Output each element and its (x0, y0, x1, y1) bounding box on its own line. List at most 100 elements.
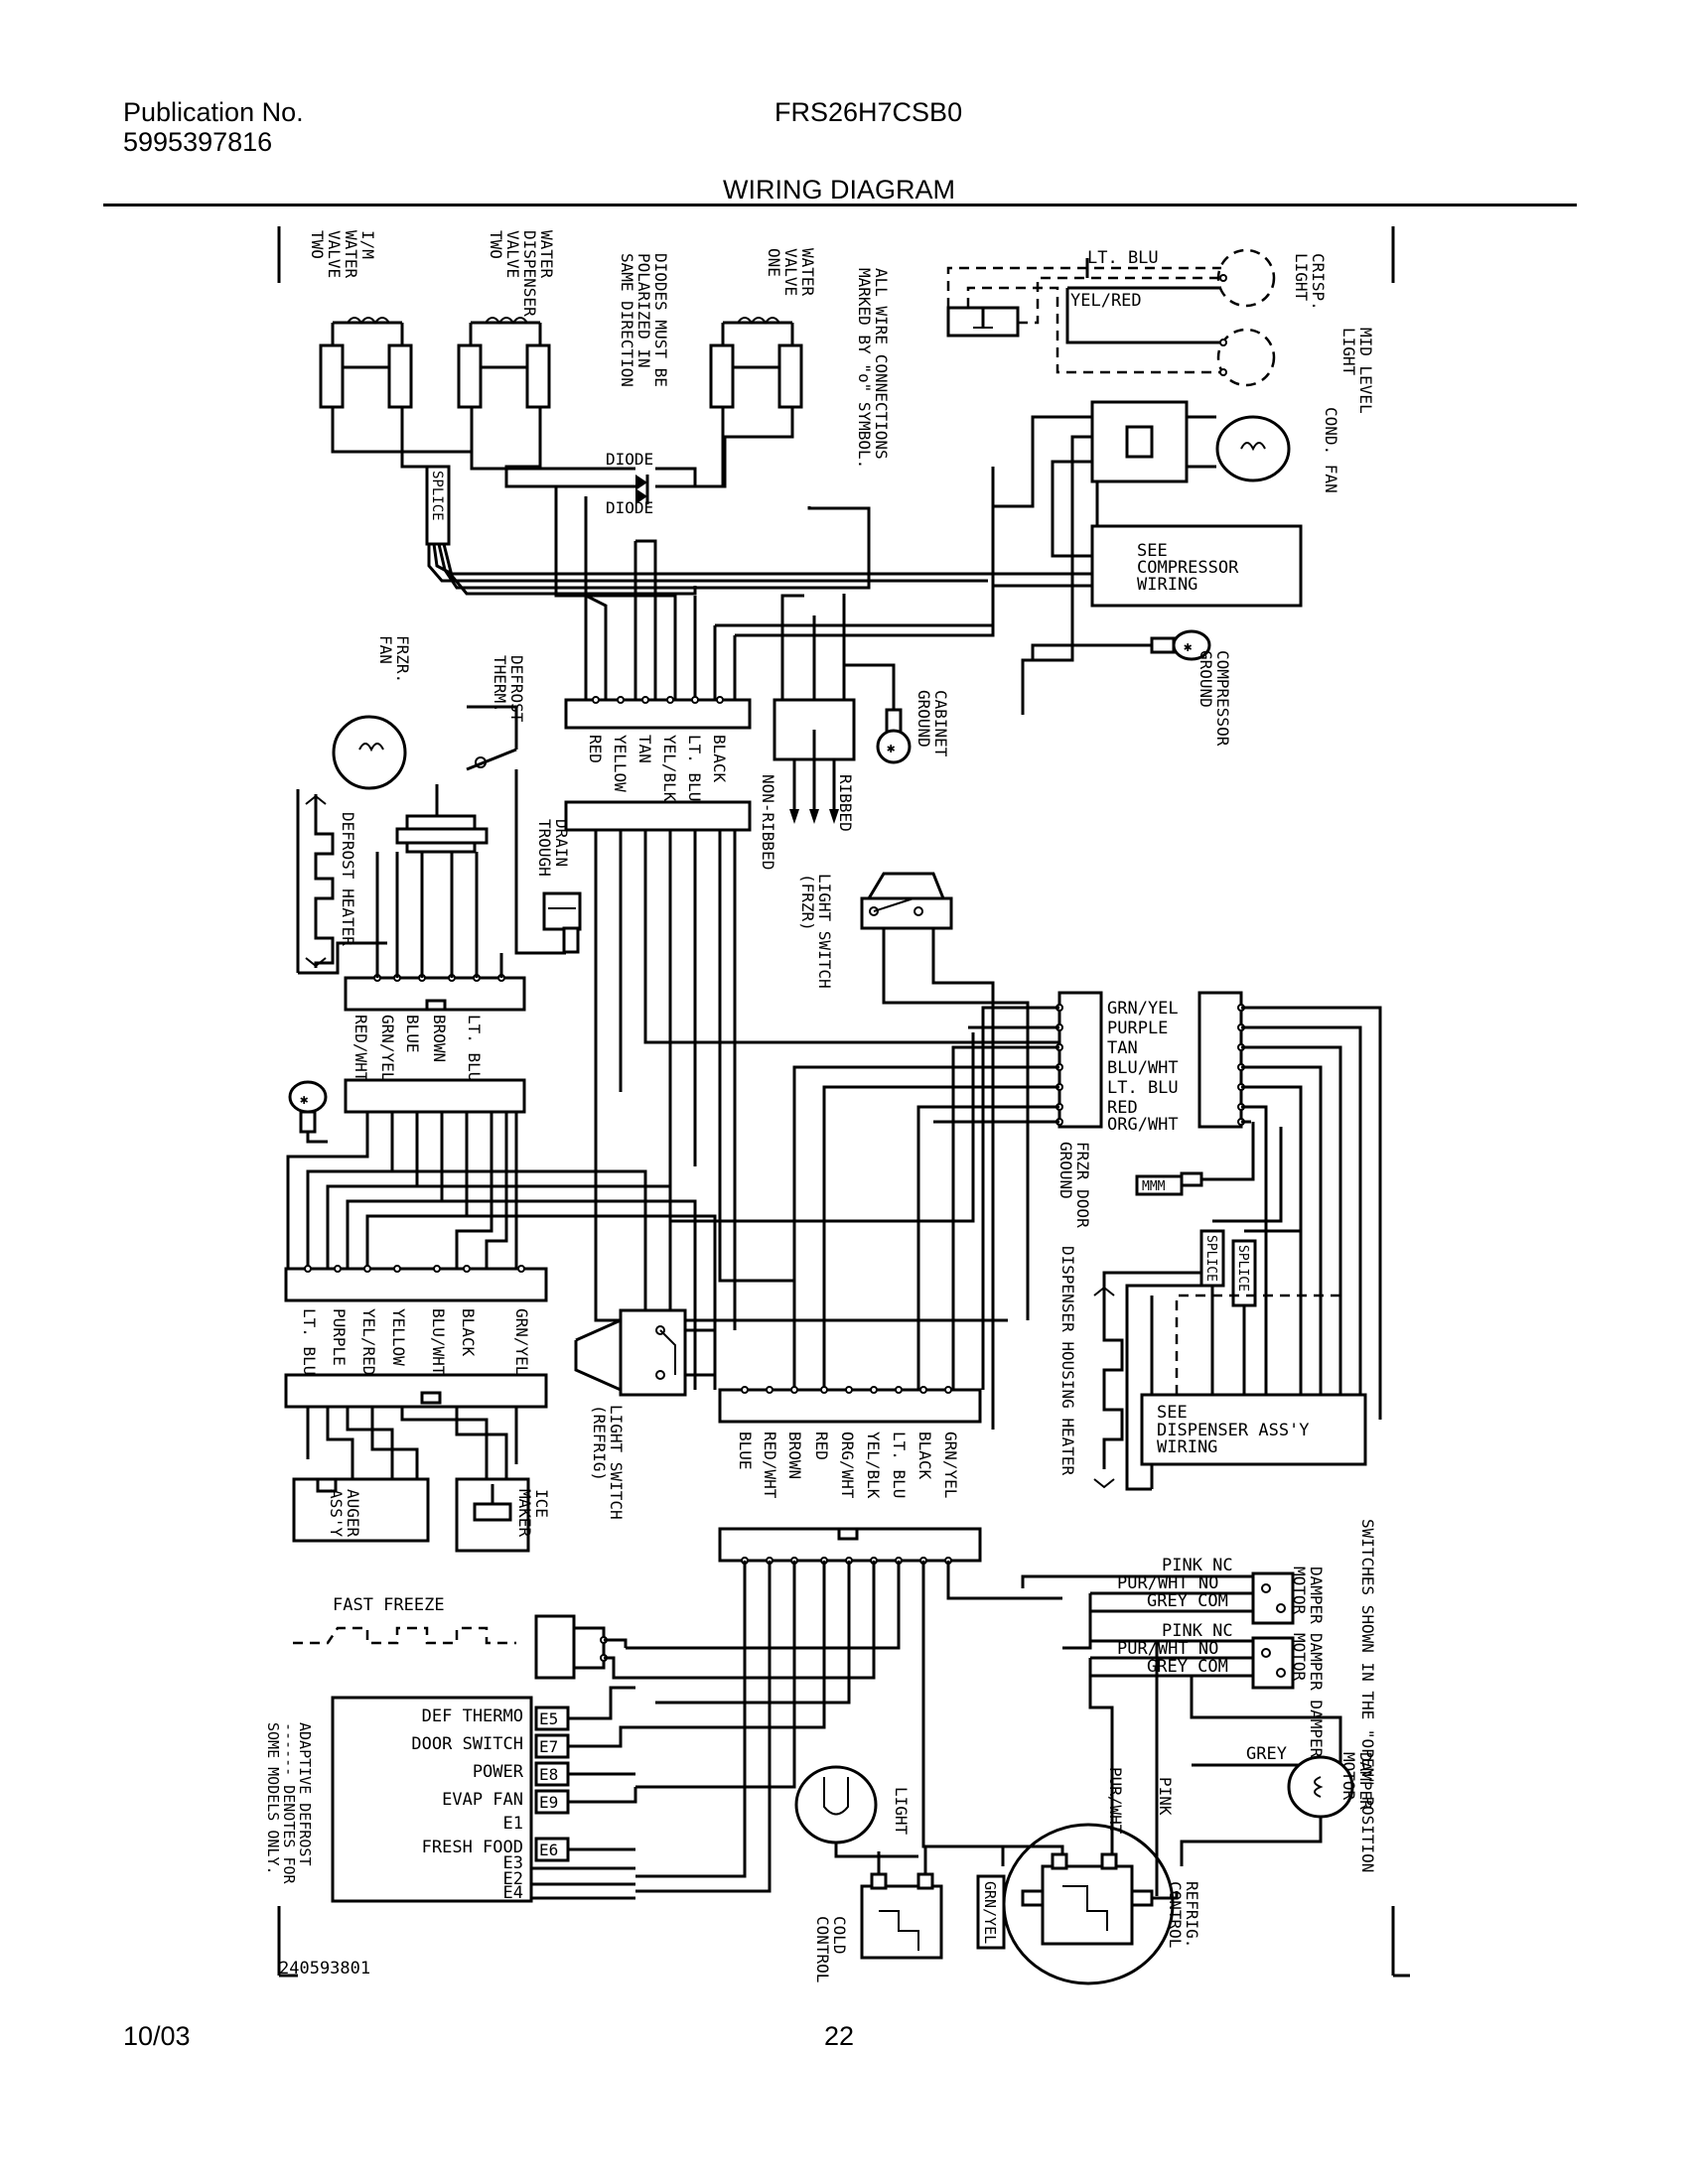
svg-text:CONTROL: CONTROL (813, 1916, 832, 1982)
svg-text:DAMPER: DAMPER (1307, 1567, 1326, 1624)
diode-2: DIODE (606, 488, 653, 517)
svg-text:TROUGH: TROUGH (535, 819, 554, 877)
svg-text:------ DENOTES FOR: ------ DENOTES FOR (280, 1722, 298, 1885)
svg-text:PUR/WHT NO: PUR/WHT NO (1117, 1639, 1218, 1659)
svg-text:POLARIZED IN: POLARIZED IN (634, 253, 653, 368)
svg-text:I/M: I/M (358, 230, 377, 259)
svg-text:SEE: SEE (1157, 1403, 1188, 1423)
diode-1-label: DIODE (606, 450, 653, 469)
svg-text:SWITCHES SHOWN IN THE "OPEN" P: SWITCHES SHOWN IN THE "OPEN" POSITION (1358, 1519, 1377, 1872)
svg-text:GRN/YEL: GRN/YEL (512, 1308, 531, 1375)
grey-label: GREY (1246, 1744, 1287, 1764)
svg-text:LT. BLU: LT. BLU (465, 1015, 484, 1081)
svg-text:YEL/RED: YEL/RED (359, 1308, 378, 1375)
svg-text:LT. BLU: LT. BLU (300, 1308, 319, 1375)
svg-text:TAN: TAN (1107, 1038, 1138, 1058)
frzr-door-ground: MMM FRZR DOOR GROUND (1056, 1122, 1255, 1228)
water-dispenser-valve (457, 317, 551, 409)
diode-2-label: DIODE (606, 498, 653, 517)
svg-text:GREY COM: GREY COM (1147, 1591, 1228, 1611)
connector-1: RED YELLOW TAN YEL/BLK LT. BLU BLACK (564, 696, 752, 832)
svg-text:WATER: WATER (342, 230, 360, 279)
svg-text:BROWN: BROWN (785, 1432, 804, 1479)
svg-text:LIGHT SWITCH: LIGHT SWITCH (607, 1405, 626, 1520)
svg-text:LT. BLU: LT. BLU (1107, 1078, 1179, 1098)
svg-text:FRZR DOOR: FRZR DOOR (1073, 1142, 1092, 1228)
svg-text:WATER: WATER (537, 230, 556, 279)
svg-text:GREY COM: GREY COM (1147, 1657, 1228, 1677)
refrig-light: LIGHT (794, 1765, 918, 1858)
svg-text:E6: E6 (539, 1841, 558, 1859)
svg-text:FAN: FAN (376, 635, 395, 664)
svg-text:COLD: COLD (830, 1916, 849, 1955)
svg-text:PURPLE: PURPLE (330, 1308, 349, 1366)
svg-text:E9: E9 (539, 1793, 558, 1812)
svg-text:DEF THERMO: DEF THERMO (422, 1706, 523, 1726)
svg-text:BLUE: BLUE (736, 1432, 755, 1470)
frzr-fan: FRZR. FAN (332, 635, 489, 854)
yel-red-label: YEL/RED (1070, 291, 1142, 311)
freezer-ground: ✱ (288, 1080, 328, 1144)
connector-5 (626, 1527, 1062, 1893)
svg-text:YEL/BLK: YEL/BLK (660, 735, 679, 802)
svg-text:✱: ✱ (887, 741, 896, 756)
cond-fan: COND. FAN (993, 400, 1340, 715)
svg-text:TWO: TWO (308, 230, 327, 259)
svg-text:AUGER: AUGER (344, 1489, 362, 1538)
dispenser-assy-wiring: SEE DISPENSER ASS'Y WIRING (1140, 1161, 1367, 1466)
publication-number: 5995397816 (123, 127, 273, 157)
svg-text:DAMPER: DAMPER (1356, 1752, 1375, 1810)
svg-text:RED: RED (1107, 1098, 1138, 1118)
connector-1-wires (594, 830, 1062, 1330)
svg-text:ORG/WHT: ORG/WHT (838, 1432, 857, 1499)
svg-text:DEFROST: DEFROST (507, 655, 526, 723)
cabinet-ground-label: CABINET GROUND (914, 690, 950, 757)
svg-text:CONTROL: CONTROL (1166, 1881, 1185, 1948)
non-ribbed-label: NON-RIBBED (759, 774, 777, 870)
mid-level-light-label: MID LEVEL LIGHT (1339, 328, 1375, 414)
svg-text:YELLOW: YELLOW (389, 1308, 408, 1366)
svg-text:GROUND: GROUND (914, 690, 933, 748)
connector-2: RED/WHT GRN/YEL BLUE BROWN LT. BLU (298, 769, 566, 1114)
svg-text:E7: E7 (539, 1737, 558, 1756)
svg-text:DISPENSER HOUSING HEATER: DISPENSER HOUSING HEATER (1058, 1246, 1077, 1476)
lower-wire-labels: PUR/WHT PINK (1106, 1767, 1175, 1835)
diodes-note: DIODES MUST BE POLARIZED IN SAME DIRECTI… (618, 253, 670, 387)
connector-3: LT. BLU PURPLE YEL/RED YELLOW BLU/WHT BL… (284, 1265, 548, 1409)
fast-freeze: FAST FREEZE (293, 1595, 635, 1680)
splice-right: SPLICE SPLICE (1102, 1127, 1301, 1469)
svg-text:SOME MODELS ONLY.: SOME MODELS ONLY. (264, 1722, 282, 1875)
svg-text:SPLICE: SPLICE (1203, 1235, 1218, 1282)
splice-top: SPLICE (425, 465, 451, 546)
svg-text:VALVE: VALVE (781, 248, 800, 296)
svg-text:(REFRIG): (REFRIG) (590, 1405, 609, 1481)
svg-text:GRN/YEL: GRN/YEL (981, 1881, 999, 1944)
svg-text:PUR/WHT: PUR/WHT (1106, 1767, 1125, 1835)
svg-text:✱: ✱ (1184, 639, 1193, 655)
publication-label: Publication No. (123, 97, 304, 127)
svg-text:FRZR.: FRZR. (393, 635, 412, 683)
svg-text:LT. BLU: LT. BLU (685, 735, 704, 801)
svg-text:SEE: SEE (1137, 541, 1168, 561)
water-valve-one-label: WATER VALVE ONE (765, 248, 817, 297)
svg-text:PINK: PINK (1156, 1777, 1175, 1816)
svg-text:BLU/WHT: BLU/WHT (429, 1308, 448, 1376)
svg-text:THERM.: THERM. (491, 655, 509, 713)
svg-text:BLU/WHT: BLU/WHT (1107, 1058, 1179, 1078)
compressor-ground: ✱ COMPRESSOR GROUND (1031, 629, 1232, 747)
svg-text:RED: RED (586, 735, 605, 763)
svg-text:CRISP.: CRISP. (1309, 253, 1328, 311)
damper-switch-1: PINK NC PUR/WHT NO GREY COM DAMPER MOTOR (1021, 1556, 1326, 1650)
svg-text:DAMPER DAMPER: DAMPER DAMPER (1307, 1633, 1326, 1758)
svg-text:E5: E5 (539, 1709, 558, 1728)
light-switch-refrig: LIGHT SWITCH (REFRIG) (574, 1308, 717, 1520)
svg-text:SPLICE: SPLICE (1235, 1245, 1250, 1292)
page-title: WIRING DIAGRAM (723, 175, 955, 205)
svg-text:EVAP FAN: EVAP FAN (442, 1790, 523, 1810)
svg-text:GROUND: GROUND (1056, 1142, 1075, 1199)
svg-text:ADAPTIVE DEFROST: ADAPTIVE DEFROST (296, 1722, 314, 1866)
svg-text:YEL/BLK: YEL/BLK (864, 1432, 883, 1499)
svg-text:DISPENSER ASS'Y: DISPENSER ASS'Y (1157, 1421, 1310, 1440)
auger-assy: AUGER ASS'Y (292, 1477, 430, 1543)
svg-text:DOOR SWITCH: DOOR SWITCH (411, 1734, 523, 1754)
